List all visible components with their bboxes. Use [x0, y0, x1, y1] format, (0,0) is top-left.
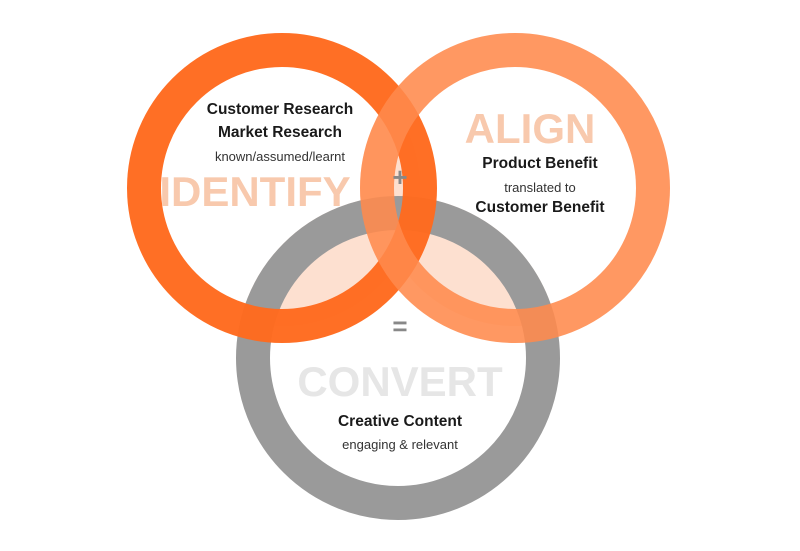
plus-operator: + — [392, 162, 408, 192]
identify-ring — [127, 33, 437, 343]
convert-ring — [236, 196, 560, 520]
align-sub: translated to — [504, 180, 576, 195]
overlap-align-convert — [377, 196, 560, 326]
identify-line-1: Customer Research — [206, 101, 354, 118]
align-keyword: ALIGN — [464, 105, 596, 152]
convert-keyword: CONVERT — [297, 358, 503, 405]
identify-keyword: IDENTIFY — [159, 168, 351, 215]
equals-operator: = — [392, 311, 408, 341]
align-line-2: Customer Benefit — [475, 199, 605, 216]
overlap-identify-convert — [236, 196, 420, 326]
convert-line-1: Creative Content — [337, 413, 463, 430]
convert-sub: engaging & relevant — [342, 437, 458, 452]
identify-sub: known/assumed/learnt — [214, 149, 346, 164]
identify-line-2: Market Research — [217, 124, 343, 141]
align-line-1: Product Benefit — [482, 155, 598, 172]
align-ring — [360, 33, 670, 343]
